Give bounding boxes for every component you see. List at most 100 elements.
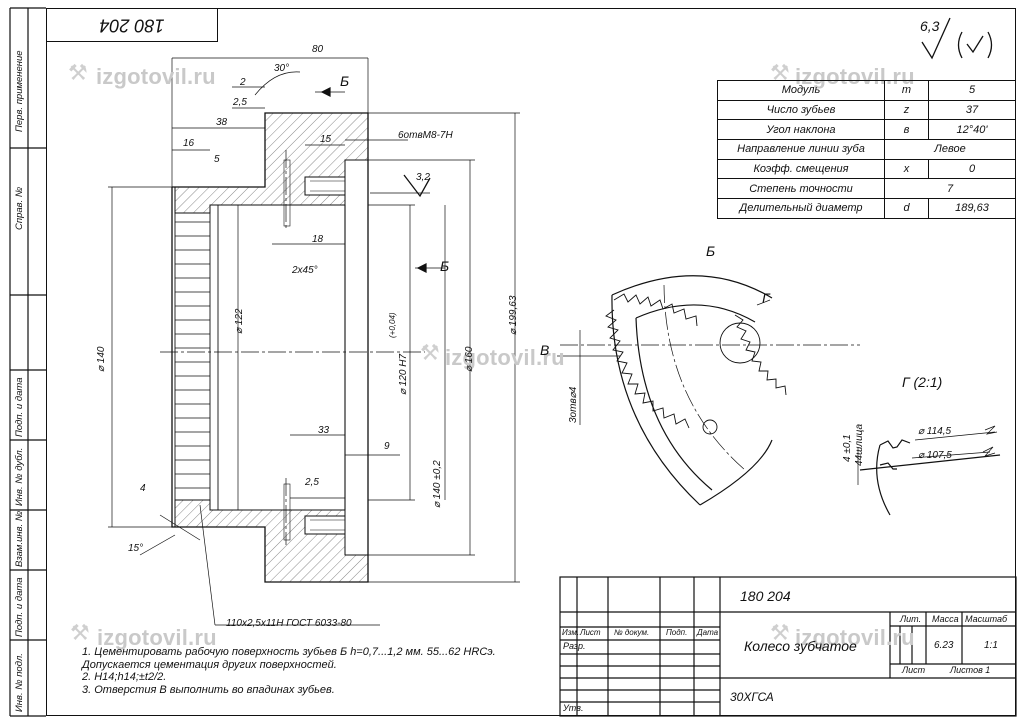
spline-teeth — [175, 221, 210, 489]
param-value: 0 — [928, 158, 1016, 180]
param-name: Коэфф. смещения — [717, 158, 885, 180]
scale-value: 1:1 — [984, 640, 998, 651]
col-podp: Подп. — [666, 628, 688, 637]
param-symbol: d — [884, 198, 929, 219]
dim-dia-107-5: ⌀ 107,5 — [918, 450, 952, 461]
sheets-total: Листов 1 — [950, 665, 991, 675]
watermark: izgotovil.ru — [96, 64, 216, 89]
watermark-logo-icon: ⚒ — [68, 60, 88, 85]
view-label-b: Б — [706, 243, 716, 259]
dim-dia-120-tol: (+0,04) — [388, 312, 397, 338]
param-name: Угол наклона — [717, 119, 885, 141]
dim-holes-m8: 6отвМ8-7Н — [398, 130, 453, 141]
strip-podp-data-2: Подп. и дата — [14, 577, 25, 637]
mass-value: 6.23 — [934, 640, 954, 651]
dim-80: 80 — [312, 44, 324, 55]
watermark: izgotovil.ru — [97, 625, 217, 650]
note-1b: Допускается цементация других поверхност… — [82, 658, 337, 671]
dim-2-5: 2,5 — [233, 97, 247, 108]
detail-mark-g: Г — [762, 290, 770, 306]
technical-notes: 1. Цементировать рабочую поверхность зуб… — [82, 646, 496, 696]
param-value: 12°40' — [928, 119, 1016, 141]
dim-16: 16 — [183, 138, 195, 149]
dim-30deg: 30° — [274, 63, 290, 74]
row-utv: Утв. — [563, 703, 584, 713]
col-lit: Лит. — [900, 614, 922, 624]
col-massa: Масса — [932, 614, 959, 624]
param-name: Направление линии зуба — [717, 139, 885, 160]
param-value: 5 — [928, 80, 1016, 101]
dim-chamfer: 2х45° — [292, 265, 318, 276]
col-data: Дата — [697, 628, 719, 637]
col-ndok: № докум. — [614, 628, 650, 637]
param-value: 37 — [928, 99, 1016, 121]
dim-dia-120-h7: ⌀ 120 H7 — [398, 353, 409, 395]
title-part-name: Колесо зубчатое — [744, 638, 857, 654]
sheet-label: Лист — [902, 665, 926, 675]
spline-tol: 4 ±0,1 — [842, 434, 853, 462]
roughness-3-2: 3,2 — [416, 172, 430, 183]
dim-dia-122: ⌀ 122 — [234, 308, 245, 334]
dim-15deg: 15° — [128, 543, 144, 554]
spline-spec: 110х2,5х11Н ГОСТ 6033-80 — [226, 618, 352, 629]
col-izm: Изм. — [562, 628, 580, 637]
dim-2-5-b: 2,5 — [305, 477, 319, 488]
dim-dia-140-tol: ⌀ 140 ±0,2 — [432, 460, 443, 508]
detail-g-view — [859, 439, 1001, 516]
param-symbol: в — [884, 119, 929, 141]
dim-2: 2 — [240, 77, 246, 88]
note-2: 2. H14;h14;±t2/2. — [82, 671, 167, 683]
param-name: Степень точности — [717, 178, 885, 200]
param-value: 7 — [884, 178, 1016, 200]
gear-partial-view — [611, 275, 773, 506]
col-masshtab: Масштаб — [965, 614, 1008, 624]
note-3: 3. Отверстия В выполнить во впадинах зуб… — [82, 683, 335, 696]
title-block-lines — [559, 576, 1017, 717]
row-razrab: Разр. — [563, 641, 586, 651]
rotated-stamp: 180 204 — [46, 8, 218, 42]
spline-count: 44шлица — [854, 423, 865, 466]
watermark-logo-icon: ⚒ — [770, 60, 790, 85]
holes-3x-dia4: 3отв⌀4 — [568, 386, 579, 423]
watermark-logo-icon: ⚒ — [770, 620, 790, 645]
col-list: Лист — [580, 628, 601, 637]
strip-inv-podl: Инв. № подл. — [14, 653, 25, 712]
strip-podp-data: Подп. и дата — [14, 377, 25, 437]
strip-vzam-inv: Взам.инв. № — [14, 510, 25, 567]
strip-inv-dubl: Инв. № дубл. — [14, 447, 25, 506]
section-arrow-b: Б — [440, 258, 450, 274]
param-name: Модуль — [717, 80, 885, 101]
param-symbol: m — [884, 80, 929, 101]
dim-dia-160: ⌀ 160 — [464, 346, 475, 372]
watermark-logo-icon: ⚒ — [70, 620, 90, 645]
dim-dia-199-63: ⌀ 199,63 — [508, 295, 519, 335]
watermark-logo-icon: ⚒ — [420, 340, 440, 365]
strip-perv-primenenie: Перв. применение — [14, 50, 25, 132]
param-value: 189,63 — [928, 198, 1016, 219]
drawing-frame — [46, 8, 1016, 716]
dim-dia-114-5: ⌀ 114,5 — [918, 426, 952, 437]
param-value: Левое — [884, 139, 1016, 160]
dim-4: 4 — [140, 483, 146, 494]
watermark: izgotovil.ru — [795, 625, 915, 650]
param-symbol: z — [884, 99, 929, 121]
title-material: 30ХГСА — [730, 690, 774, 704]
param-name: Делительный диаметр — [717, 198, 885, 219]
dim-dia-140: ⌀ 140 — [96, 346, 107, 372]
dim-9: 9 — [384, 441, 390, 452]
dim-5: 5 — [214, 154, 220, 165]
title-doc-number: 180 204 — [740, 588, 791, 604]
stamp-number: 180 204 — [99, 15, 165, 36]
param-name: Число зубьев — [717, 99, 885, 121]
strip-sprav: Справ. № — [14, 186, 25, 230]
hole-mark-v: В — [540, 342, 550, 358]
dim-15: 15 — [320, 134, 332, 145]
